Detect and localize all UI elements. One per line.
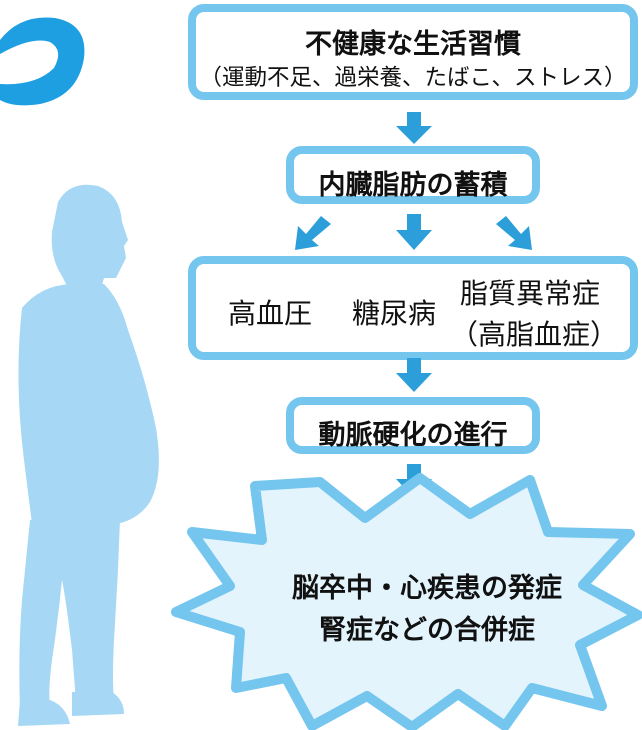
down-arrow-icon: [396, 112, 432, 144]
down-arrow-icon: [396, 214, 432, 250]
atherosclerosis-box: 動脈硬化の進行: [286, 397, 540, 454]
atherosclerosis-title: 動脈硬化の進行: [318, 420, 508, 451]
down-right-arrow-icon: [496, 216, 532, 250]
hypertension-label: 高血圧: [228, 297, 313, 330]
kidney-complications: 腎症などの合併症: [319, 615, 535, 646]
visceral-fat-title: 内臓脂肪の蓄積: [318, 170, 508, 201]
person-silhouette-icon: [18, 184, 159, 726]
down-left-arrow-icon: [295, 216, 331, 250]
visceral-fat-box: 内臓脂肪の蓄積: [286, 146, 540, 204]
unhealthy-lifestyle-examples: （運動不足、過栄養、たばこ、ストレス）: [199, 65, 627, 91]
diabetes-label: 糖尿病: [352, 297, 437, 330]
lifestyle-diseases-box: 高血圧 糖尿病 脂質異常症 （高脂血症）: [188, 256, 638, 360]
decorative-corner-mark: [0, 17, 85, 106]
hyperlipidemia-label: （高脂血症）: [450, 318, 619, 351]
unhealthy-lifestyle-box: 不健康な生活習慣 （運動不足、過栄養、たばこ、ストレス）: [188, 4, 638, 100]
dyslipidemia-label: 脂質異常症: [460, 277, 601, 310]
unhealthy-lifestyle-title: 不健康な生活習慣: [305, 29, 521, 60]
stroke-heart-disease-onset: 脳卒中・心疾患の発症: [292, 573, 562, 604]
down-arrow-icon: [396, 358, 432, 392]
